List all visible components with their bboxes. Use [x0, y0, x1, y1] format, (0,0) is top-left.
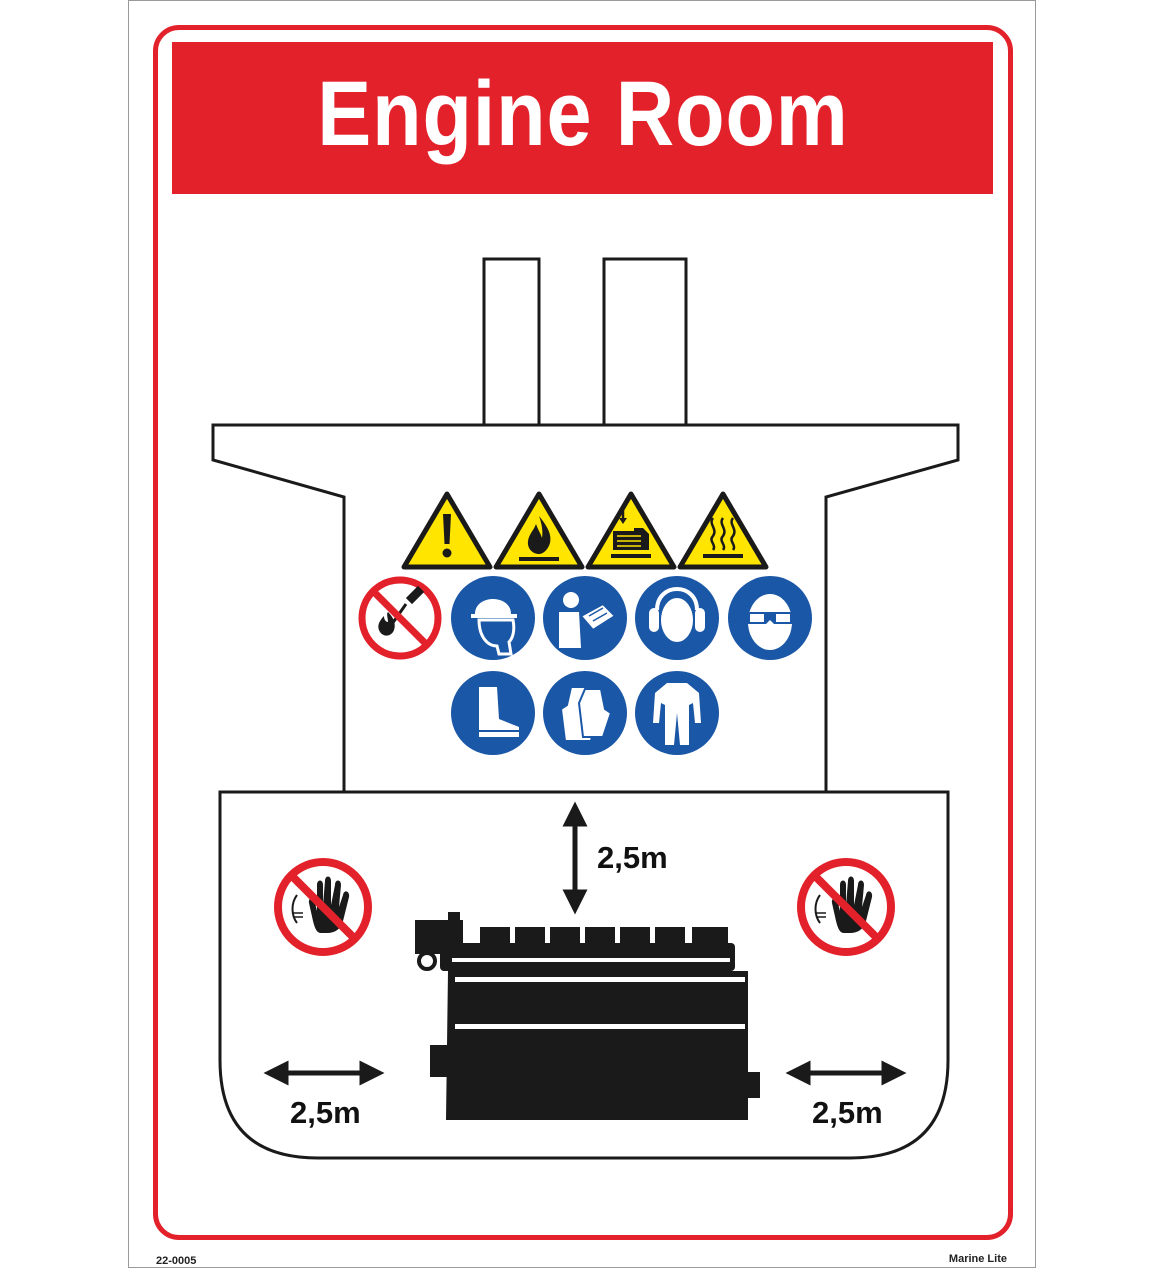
- do-not-touch-icon-left: [274, 858, 372, 956]
- protective-coverall-icon: [635, 671, 719, 755]
- hard-hat-icon: [451, 576, 535, 660]
- clearance-left-label: 2,5m: [290, 1095, 361, 1130]
- sign-title: Engine Room: [316, 62, 849, 165]
- general-warning-icon: [401, 491, 493, 570]
- hot-surface-icon: [677, 491, 769, 570]
- do-not-touch-icon-right: [797, 858, 895, 956]
- mandatory-icons-row-1: [451, 576, 812, 660]
- engine-room-hull: [218, 790, 950, 1160]
- brand-name: Marine Lite: [948, 1253, 1007, 1265]
- clearance-top-label: 2,5m: [597, 840, 668, 875]
- warning-icons-row: [401, 491, 769, 570]
- crush-hand-icon: [585, 491, 677, 570]
- engine-block-icon: [415, 912, 760, 1120]
- title-banner: Engine Room: [172, 42, 993, 194]
- clearance-arrows: [263, 801, 907, 1086]
- read-manual-icon: [543, 576, 627, 660]
- sign-red-frame: [153, 25, 1013, 1240]
- product-code: 22-0005: [156, 1255, 197, 1267]
- funnel-left: [482, 257, 541, 427]
- funnel-right: [602, 257, 688, 427]
- mandatory-icons-row-2: [451, 671, 719, 755]
- no-open-flame-icon: [358, 576, 442, 660]
- flammable-material-icon: [493, 491, 585, 570]
- clearance-right-label: 2,5m: [812, 1095, 883, 1130]
- safety-gloves-icon: [543, 671, 627, 755]
- ear-protection-icon: [635, 576, 719, 660]
- ship-outline: [211, 257, 960, 1160]
- safety-boots-icon: [451, 671, 535, 755]
- eye-protection-icon: [728, 576, 812, 660]
